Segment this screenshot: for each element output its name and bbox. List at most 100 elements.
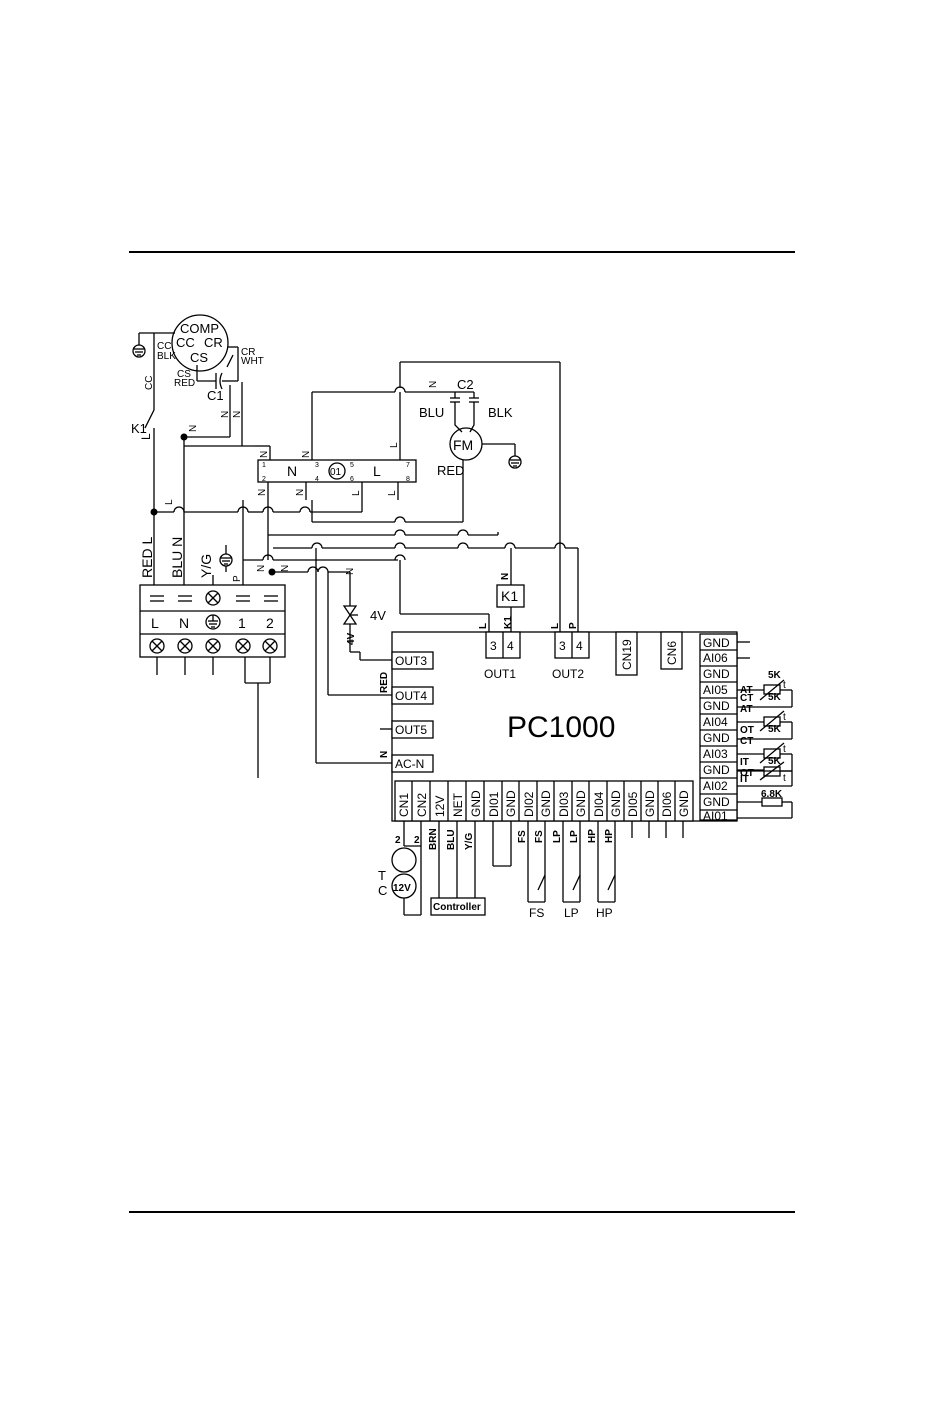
timer-pin: 3 — [315, 462, 319, 469]
switch-fs: FS FS FS — [517, 821, 546, 920]
out1-label: OUT1 — [484, 667, 516, 681]
sensor-tag: OT — [740, 768, 754, 779]
wire-l-label: L — [389, 442, 400, 448]
ground-icon-compressor — [132, 332, 175, 358]
relay-k1-l: L — [139, 433, 153, 440]
transformer-c: C — [378, 883, 387, 898]
wire-n-label: N — [220, 411, 231, 418]
transformer-pin: 2 — [414, 835, 420, 846]
thermistor-t: t — [783, 712, 786, 723]
cs-wire-color: RED — [174, 378, 195, 389]
cr-wire-label: CR — [241, 347, 255, 358]
switch-wire-label: FS — [534, 830, 545, 843]
port-out5-label: OUT5 — [395, 723, 427, 737]
timer-pin: 8 — [406, 476, 410, 483]
port-cn19-label: CN19 — [620, 639, 634, 670]
sensor-it: IT IT 5K t — [737, 756, 793, 787]
sensor-at: AT AT 5K t — [737, 670, 793, 715]
switch-wire-label: LP — [552, 830, 563, 843]
wire-n-label: N — [301, 451, 312, 458]
wire-p-label: P — [568, 622, 579, 629]
port-ai02: AI02 — [703, 779, 728, 793]
sensor-ct: CT CT 5K t — [737, 692, 793, 747]
controller-wire-label: BRN — [428, 828, 439, 850]
port-cn6-label: CN6 — [665, 641, 679, 665]
sensor-ot: OT OT 5K t — [737, 724, 793, 779]
timer-pin: 4 — [315, 476, 319, 483]
fan-motor: C2 BLU BLK FM RED — [419, 377, 516, 522]
timer-n-label: N — [287, 463, 297, 479]
wire-4v-label: 4V — [346, 632, 357, 645]
terminal-label-2: 2 — [266, 615, 274, 631]
wire-n-label: N — [188, 425, 199, 432]
sensor-tag: IT — [740, 774, 749, 785]
port-gnd: GND — [643, 790, 657, 817]
sensor-value: 5K — [768, 670, 782, 681]
port-out4 — [391, 686, 434, 705]
terminal-label-l: L — [151, 615, 159, 631]
wire-l-label: L — [478, 623, 489, 629]
out2-label: OUT2 — [552, 667, 584, 681]
port-ai06: AI06 — [703, 651, 728, 665]
wire-n-label: N — [379, 751, 390, 758]
supply-yg: Y/G — [198, 554, 214, 578]
transformer-pin: 2 — [395, 835, 401, 846]
relay-k1-contact: K1 L — [131, 409, 155, 512]
timer-pin: 2 — [262, 476, 266, 483]
port-net: NET — [451, 792, 465, 817]
wire-n-label: N — [295, 489, 306, 496]
supply-red-l: RED L — [139, 537, 155, 578]
wire-l-label: L — [550, 623, 561, 629]
port-gnd: GND — [677, 790, 691, 817]
thermistor-t: t — [783, 773, 786, 784]
valve-n-label: N — [345, 568, 356, 575]
port-out3 — [391, 651, 434, 670]
switch-wire-label: LP — [569, 830, 580, 843]
cc-side-label: CC — [144, 376, 155, 390]
port-gnd: GND — [609, 790, 623, 817]
port-ac-n-label: AC-N — [395, 757, 424, 771]
sensor-value: 5K — [768, 724, 782, 735]
sensor-tag: IT — [740, 757, 749, 768]
port-cn19 — [615, 631, 638, 676]
compressor-cs: CS — [190, 350, 208, 365]
port-di01: DI01 — [487, 791, 501, 817]
timer-pin: 1 — [262, 462, 266, 469]
switch-wire-label: FS — [517, 830, 528, 843]
cs-wire-label: CS — [177, 369, 191, 380]
ground-icon-supply — [219, 545, 233, 572]
right-port-column: GND AI06 GND AI05 GND AI04 GND AI03 GND … — [699, 633, 738, 823]
terminal-ground-icon — [205, 614, 221, 630]
terminal-block: L N 1 2 — [139, 584, 286, 658]
bottom-port-row: CN1 CN2 12V NET GND DI01 GND DI02 GND DI… — [394, 780, 694, 822]
port-gnd: GND — [574, 790, 588, 817]
port-ai05: AI05 — [703, 683, 728, 697]
fan-red-label: RED — [437, 463, 464, 478]
port-out3-label: OUT3 — [395, 654, 427, 668]
out2-pin: 3 — [559, 639, 566, 653]
out2-pin: 4 — [576, 639, 583, 653]
supply-blu-n: BLU N — [169, 537, 185, 578]
wire-l-label: L — [164, 499, 175, 505]
board-title: PC1000 — [507, 711, 615, 744]
wire-l-label: L — [387, 490, 398, 496]
controller-wire-label: Y/G — [464, 833, 475, 850]
thermistor-t: t — [783, 744, 786, 755]
wire-n-label: N — [259, 451, 270, 458]
compressor-cr: CR — [204, 335, 223, 350]
cr-wire-color: WHT — [241, 356, 264, 367]
sensor-tag: CT — [740, 693, 753, 704]
compressor: COMP CC CR CS — [171, 314, 229, 372]
fan-blu-label: BLU — [419, 405, 444, 420]
valve-4v-icon: 4V — [342, 605, 386, 625]
terminal-top-marks — [150, 590, 278, 606]
wire-p-label: P — [232, 575, 243, 582]
fan-label: FM — [453, 437, 473, 453]
wire-red-label: RED — [379, 672, 390, 693]
port-gnd: GND — [703, 795, 730, 809]
port-di05: DI05 — [626, 791, 640, 817]
wire-n-label: N — [428, 381, 439, 388]
switch-lp-label: LP — [564, 906, 579, 920]
controller-wire-label: BLU — [446, 829, 457, 850]
